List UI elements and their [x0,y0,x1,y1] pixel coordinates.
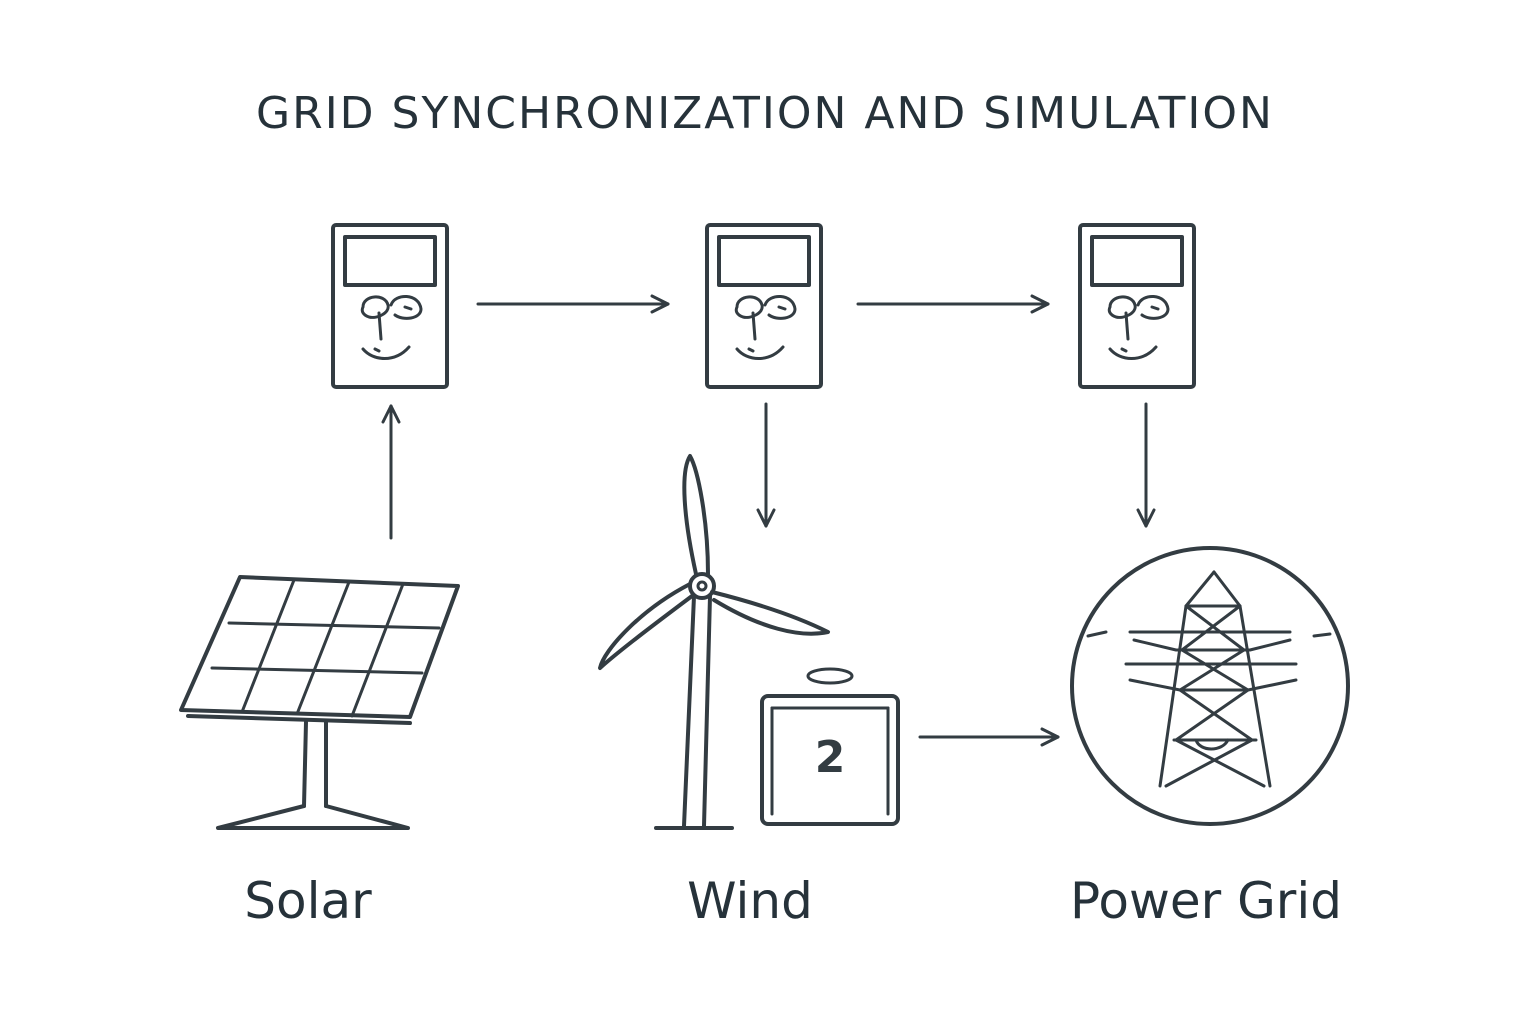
label-wind: Wind [687,872,813,930]
controller-2-icon [705,223,823,389]
solar-panel-icon [179,575,460,830]
controller-1-icon [331,223,449,389]
diagram-title: GRID SYNCHRONIZATION AND SIMULATION [256,88,1274,139]
battery-icon: 2 [760,667,900,826]
label-power-grid: Power Grid [1070,872,1342,930]
controller-3-icon [1078,223,1196,389]
label-solar: Solar [244,872,372,930]
wind-turbine-icon [598,454,830,830]
transmission-tower-icon [1070,546,1350,826]
battery-label: 2 [815,732,846,783]
